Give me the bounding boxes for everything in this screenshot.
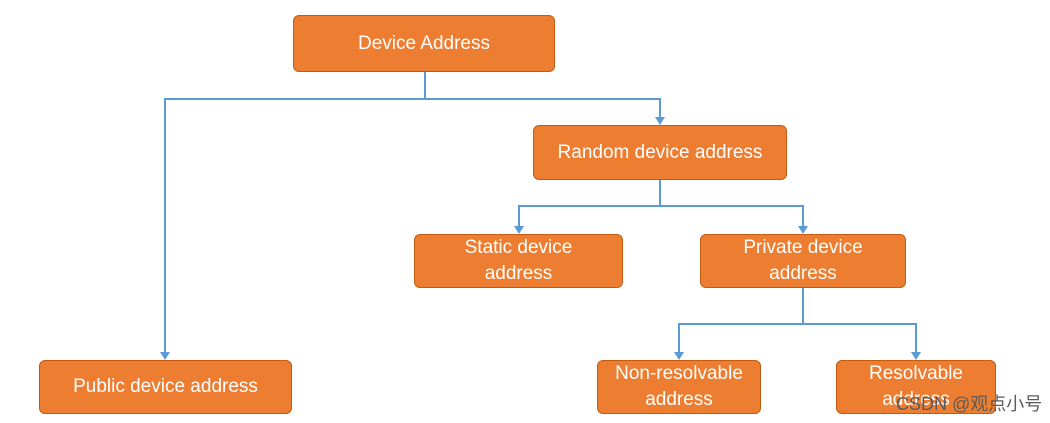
node-non-resolvable-address-label: Non-resolvable address: [615, 363, 743, 410]
arrowhead-private: [798, 226, 808, 234]
node-static-device-address-label: Static device address: [464, 237, 573, 284]
arrowhead-static: [514, 226, 524, 234]
node-resolvable-address: Resolvable address: [836, 360, 996, 414]
connector-random-to-private: [660, 205, 804, 226]
node-private-device-address-label: Private device address: [743, 237, 863, 284]
node-public-device-address-label: Public device address: [73, 376, 258, 397]
node-random-device-address-label: Random device address: [557, 141, 763, 163]
node-non-resolvable-address: Non-resolvable address: [597, 360, 761, 414]
arrowhead-public: [160, 352, 170, 360]
connector-private-to-resolvable: [803, 323, 917, 352]
node-device-address: Device Address: [293, 15, 555, 72]
node-public-device-address: Public device address: [39, 360, 292, 414]
arrowhead-nonresolvable: [674, 352, 684, 360]
connector-random-to-static: [518, 180, 661, 226]
node-random-device-address: Random device address: [533, 125, 787, 180]
node-private-device-address: Private device address: [700, 234, 906, 288]
arrowhead-random: [655, 117, 665, 125]
node-resolvable-address-label: Resolvable address: [869, 363, 963, 410]
connector-device-to-random: [425, 98, 661, 118]
csdn-watermark: CSDN @观点小号: [896, 394, 1043, 414]
arrowhead-resolvable: [911, 352, 921, 360]
connector-private-to-nonresolvable: [678, 288, 804, 352]
connector-device-to-public: [164, 72, 426, 352]
node-static-device-address: Static device address: [414, 234, 623, 288]
node-device-address-label: Device Address: [357, 32, 490, 54]
